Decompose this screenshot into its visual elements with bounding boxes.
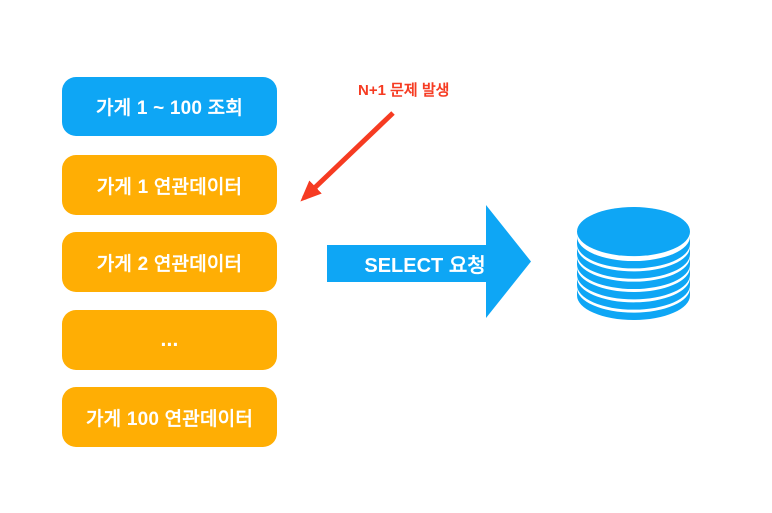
n-plus-one-label: N+1 문제 발생 [358, 82, 450, 99]
flow-box-label: 가게 2 연관데이터 [96, 253, 243, 275]
flow-box-label: 가게 1 연관데이터 [96, 176, 243, 198]
flow-box-label: 가게 1 ~ 100 조회 [96, 98, 243, 119]
flow-box-query-stores: 가게 1 ~ 100 조회 [62, 77, 277, 136]
flow-box-related-data-1: 가게 1 연관데이터 [62, 155, 277, 215]
flow-box-label: 가게 100 연관데이터 [85, 408, 254, 430]
flow-box-label: ... [160, 328, 179, 351]
flow-box-related-data-ellipsis: ... [62, 310, 277, 370]
n-plus-one-arrow-icon [300, 111, 395, 202]
flow-box-related-data-100: 가게 100 연관데이터 [62, 387, 277, 447]
flow-box-related-data-2: 가게 2 연관데이터 [62, 232, 277, 292]
select-request-arrow-icon [327, 205, 531, 318]
select-request-label: SELECT 요청 [364, 255, 486, 277]
database-icon [577, 207, 690, 320]
